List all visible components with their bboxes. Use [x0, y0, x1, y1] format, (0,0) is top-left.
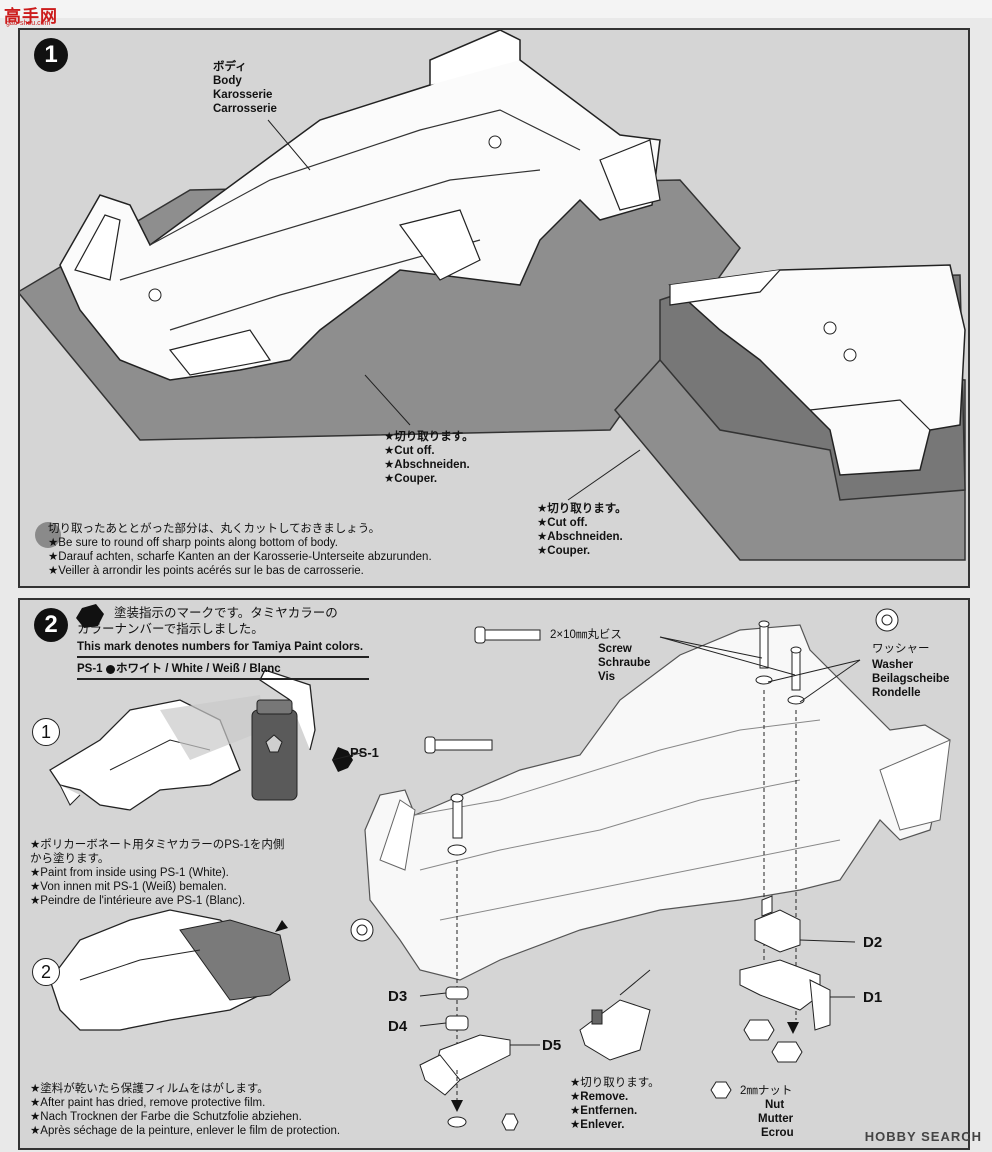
spray-paint-label: PS-1: [350, 745, 379, 760]
screw-de: Schraube: [598, 657, 651, 669]
body-label-en: Body: [213, 75, 242, 87]
nut-de: Mutter: [758, 1113, 794, 1125]
screw-fr: Vis: [598, 671, 616, 683]
body-label-de: Karosserie: [213, 89, 273, 101]
sub2-note-1: ★塗料が乾いたら保護フィルムをはがします。: [30, 1083, 269, 1095]
cut-label-b-jp: ★切り取ります。: [537, 503, 627, 515]
paint-color: ホワイト / White / Weiß / Blanc: [116, 663, 281, 675]
part-d5: D5: [542, 1037, 562, 1054]
part-d2: D2: [863, 934, 883, 951]
paint-note-jp-1: 塗装指示のマークです。タミヤカラーの: [114, 606, 338, 620]
note-de: ★Darauf achten, scharfe Kanten an der Ka…: [48, 551, 432, 563]
paint-note-en: This mark denotes numbers for Tamiya Pai…: [77, 641, 364, 653]
nut-fr: Ecrou: [761, 1127, 794, 1139]
body-label-fr: Carrosserie: [213, 103, 277, 115]
white-paint-dot-icon: [106, 665, 115, 674]
site-logo: 高手网: [4, 7, 58, 26]
remove-de: ★Entfernen.: [570, 1105, 638, 1117]
cut-label-b-en: ★Cut off.: [537, 517, 588, 529]
nut-jp: 2㎜ナット: [740, 1085, 793, 1097]
watermark: HOBBY SEARCH: [864, 1129, 982, 1144]
sub-step-1-number: 1: [32, 718, 60, 746]
sub1-note-3: ★Paint from inside using PS-1 (White).: [30, 867, 229, 879]
divider-bottom: [77, 678, 369, 680]
part-d4: D4: [388, 1018, 408, 1035]
remove-jp: ★切り取ります。: [570, 1077, 660, 1089]
washer-jp: ワッシャー: [872, 643, 930, 655]
step-2-number: 2: [34, 608, 68, 642]
cut-label-a-de: ★Abschneiden.: [384, 459, 470, 471]
cut-label-a-en: ★Cut off.: [384, 445, 435, 457]
divider-top: [77, 656, 369, 658]
sub1-note-1: ★ポリカーボネート用タミヤカラーのPS-1を内側: [30, 839, 285, 851]
cut-label-a-jp: ★切り取ります。: [384, 431, 474, 443]
sub2-note-2: ★After paint has dried, remove protectiv…: [30, 1097, 266, 1109]
screw-jp: 2×10㎜丸ビス: [550, 629, 622, 641]
step-2-illustration: [49, 604, 951, 1131]
step-1-illustration: [20, 30, 966, 561]
note-jp: 切り取ったあととがった部分は、丸くカットしておきましょう。: [48, 523, 381, 535]
top-strip: [0, 0, 992, 18]
sub2-note-4: ★Après séchage de la peinture, enlever l…: [30, 1125, 341, 1137]
cut-label-b-fr: ★Couper.: [537, 545, 591, 557]
site-logo-sub: gao-shou.com: [6, 20, 51, 27]
body-label-jp: ボディ: [213, 61, 247, 73]
nut-en: Nut: [765, 1099, 785, 1111]
washer-fr: Rondelle: [872, 687, 921, 699]
part-d3: D3: [388, 988, 408, 1005]
sub1-note-4: ★Von innen mit PS-1 (Weiß) bemalen.: [30, 881, 227, 893]
cut-label-a-fr: ★Couper.: [384, 473, 438, 485]
screw-en: Screw: [598, 643, 632, 655]
sub2-note-3: ★Nach Trocknen der Farbe die Schutzfolie…: [30, 1111, 302, 1123]
step-1-number: 1: [34, 38, 68, 72]
note-en: ★Be sure to round off sharp points along…: [48, 537, 338, 549]
step-2-panel: 2 塗装指示のマークです。タミヤカラーの カラーナンバーで指示しました。 Thi…: [18, 598, 970, 1150]
note-fr: ★Veiller à arrondir les points acérés su…: [48, 565, 364, 577]
sub1-note-2: から塗ります。: [30, 853, 110, 865]
sub-step-2-number: 2: [32, 958, 60, 986]
remove-fr: ★Enlever.: [570, 1119, 625, 1131]
washer-de: Beilagscheibe: [872, 673, 950, 685]
part-d1: D1: [863, 989, 883, 1006]
paint-note-jp-2: カラーナンバーで指示しました。: [77, 622, 264, 636]
paint-code: PS-1: [77, 663, 103, 675]
cut-label-b-de: ★Abschneiden.: [537, 531, 623, 543]
washer-en: Washer: [872, 659, 914, 671]
remove-en: ★Remove.: [570, 1091, 629, 1103]
sub1-note-5: ★Peindre de l'intérieure ave PS-1 (Blanc…: [30, 895, 246, 907]
step-1-panel: 1 ボディ Body Karosserie Carrosserie ★切り取りま…: [18, 28, 970, 588]
